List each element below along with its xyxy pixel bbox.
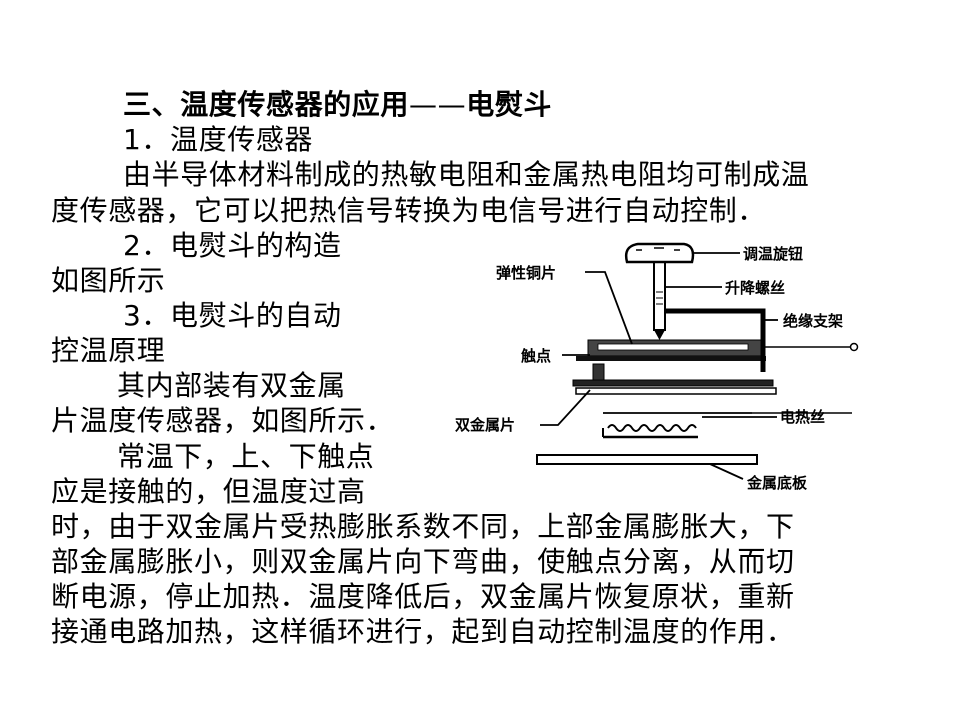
bracket-terminal bbox=[849, 342, 859, 352]
bimetal-strip-lower bbox=[575, 387, 777, 395]
section3-line-5: 时，由于双金属片受热膨胀系数不同，上部金属膨胀大，下 bbox=[51, 510, 795, 543]
label-base: 金属底板 bbox=[746, 474, 808, 492]
leader-lines bbox=[540, 252, 778, 480]
section3-heading-cont: 控温原理 bbox=[51, 334, 166, 367]
screw-tip bbox=[654, 330, 665, 340]
section1-heading: 1．温度传感器 bbox=[123, 123, 314, 156]
section1-line-1: 由半导体材料制成的热敏电阻和金属热电阻均可制成温 bbox=[123, 158, 810, 191]
bimetal-strip-upper bbox=[572, 379, 774, 387]
section1-line-2: 度传感器，它可以把热信号转换为电信号进行自动控制． bbox=[51, 194, 767, 227]
heater-coil-icon bbox=[602, 424, 697, 437]
iron-diagram: 调温旋钮 弹性铜片 升降螺丝 绝缘支架 触点 双金属片 电热丝 金属底板 bbox=[440, 232, 890, 502]
section2-heading: 2．电熨斗的构造 bbox=[123, 229, 342, 262]
section3-line-1: 其内部装有双金属 bbox=[117, 369, 346, 402]
label-screw: 升降螺丝 bbox=[725, 279, 785, 297]
copper-body-highlight bbox=[597, 343, 749, 351]
label-heater: 电热丝 bbox=[780, 408, 825, 426]
contact-point bbox=[592, 363, 605, 381]
insulating-bracket bbox=[662, 308, 766, 372]
section3-line-3: 常温下，上、下触点 bbox=[117, 440, 375, 473]
label-spring-copper: 弹性铜片 bbox=[496, 264, 556, 282]
section3-line-2: 片温度传感器，如图所示． bbox=[51, 404, 395, 437]
section3-line-8: 接通电路加热，这样循环进行，起到自动控制温度的作用． bbox=[51, 615, 795, 648]
temperature-knob bbox=[624, 242, 695, 264]
slide-title: 三、温度传感器的应用——电熨斗 bbox=[123, 88, 552, 122]
iron-diagram-svg: 调温旋钮 弹性铜片 升降螺丝 绝缘支架 触点 双金属片 电热丝 金属底板 bbox=[455, 242, 859, 492]
title-tail: 电熨斗 bbox=[466, 88, 553, 121]
section3-heading: 3．电熨斗的自动 bbox=[123, 299, 342, 332]
lift-screw bbox=[653, 259, 666, 331]
section3-line-6: 部金属膨胀小，则双金属片向下弯曲，使触点分离，从而切 bbox=[51, 545, 795, 578]
metal-base-plate bbox=[536, 454, 758, 465]
label-bracket: 绝缘支架 bbox=[783, 312, 843, 330]
section2-line-1: 如图所示 bbox=[51, 264, 166, 297]
label-bimetal: 双金属片 bbox=[455, 416, 515, 434]
label-knob: 调温旋钮 bbox=[743, 245, 803, 263]
title-dash: —— bbox=[409, 88, 467, 121]
label-contact: 触点 bbox=[521, 347, 551, 365]
title-main: 三、温度传感器的应用 bbox=[123, 88, 410, 121]
copper-strip-edge bbox=[576, 356, 766, 361]
section3-line-4: 应是接触的，但温度过高 bbox=[51, 475, 366, 508]
section3-line-7: 断电源，停止加热．温度降低后，双金属片恢复原状，重新 bbox=[51, 580, 795, 613]
